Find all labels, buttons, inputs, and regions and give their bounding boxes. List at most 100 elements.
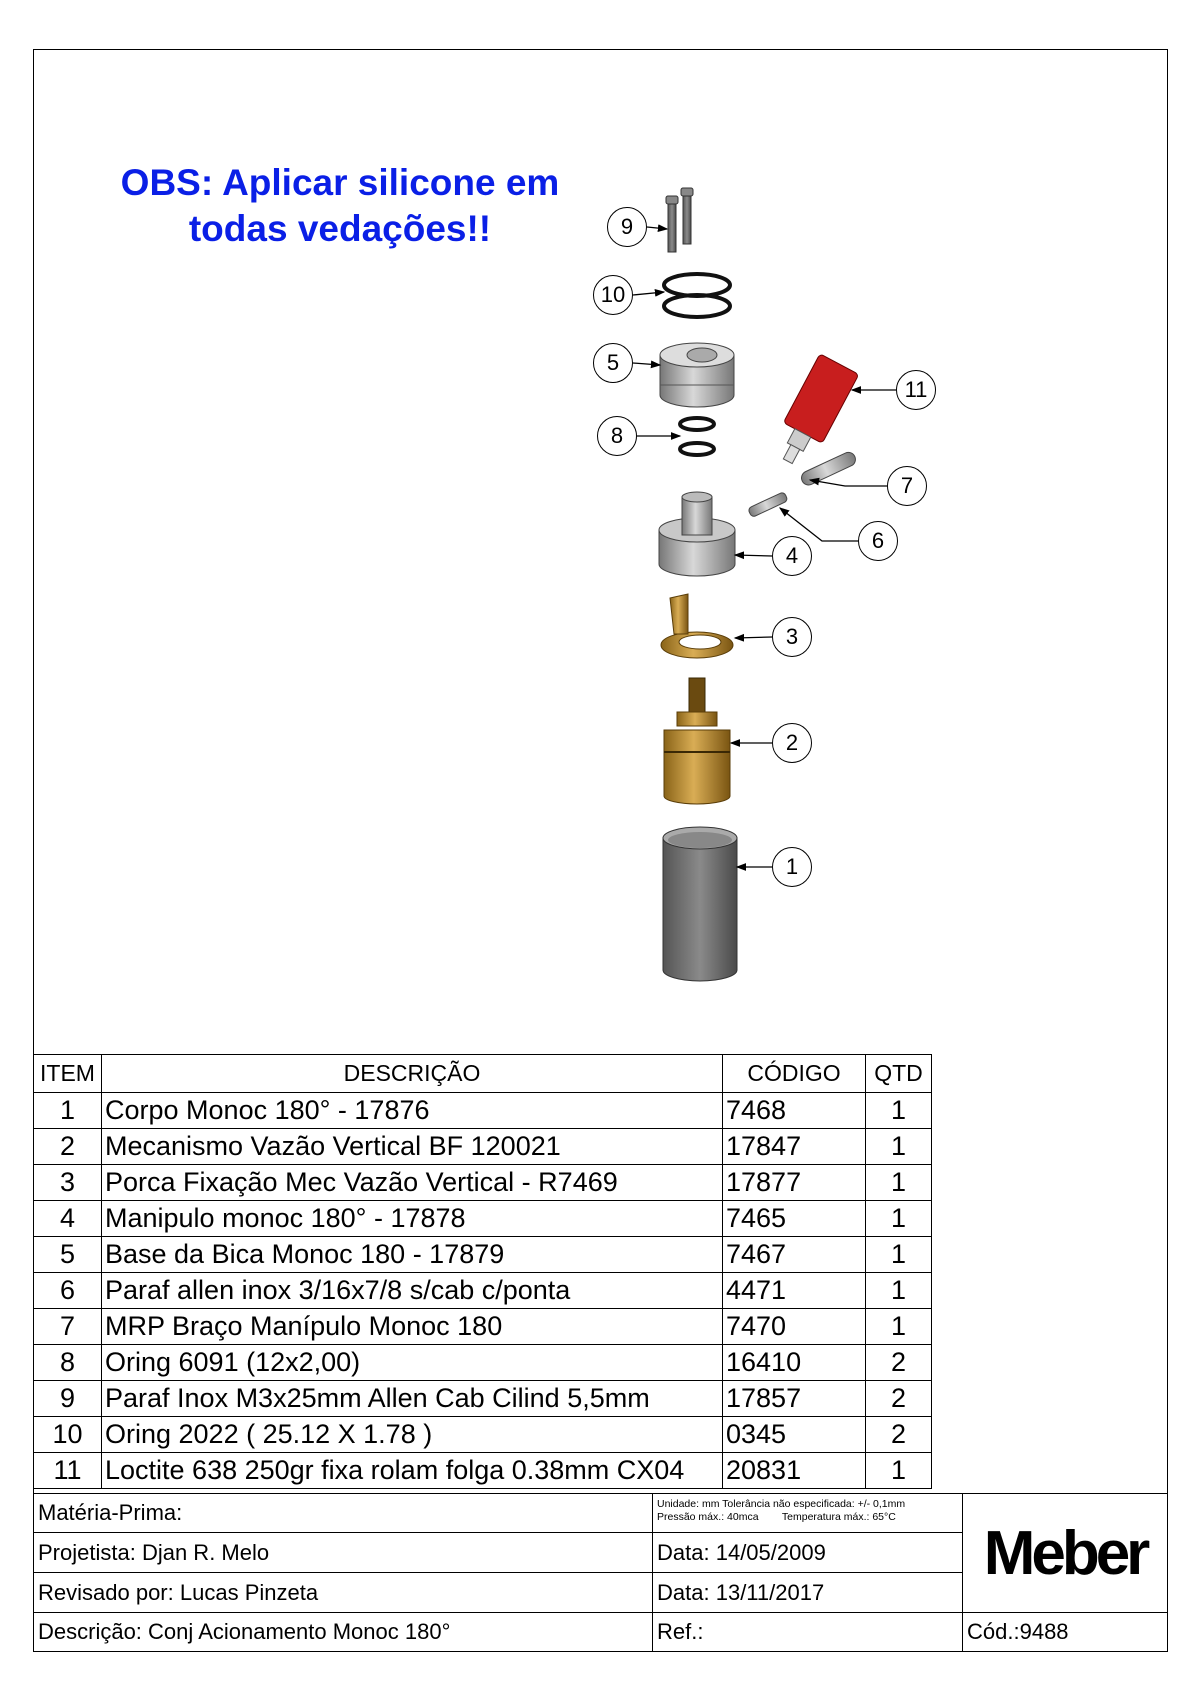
bom-cell-qty: 1 bbox=[865, 1164, 932, 1201]
bom-header: ITEM DESCRIÇÃO CÓDIGO QTD bbox=[33, 1054, 932, 1093]
spec-note-text: Unidade: mm Tolerância não especificada:… bbox=[657, 1494, 905, 1524]
callout-3: 3 bbox=[772, 617, 812, 657]
leader-lines bbox=[632, 224, 896, 871]
part-8-orings bbox=[678, 416, 716, 457]
bom-cell-item: 7 bbox=[33, 1308, 102, 1345]
cod-label: Cód.: bbox=[967, 1619, 1020, 1644]
part-5-base bbox=[659, 342, 735, 408]
bom-cell-item: 5 bbox=[33, 1236, 102, 1273]
projetista: Projetista: Djan R. Melo bbox=[33, 1532, 653, 1573]
projetista-label: Projetista: bbox=[38, 1539, 136, 1565]
note-line-1: OBS: Aplicar silicone em bbox=[120, 162, 560, 203]
data-criacao: Data: 14/05/2009 bbox=[652, 1532, 963, 1573]
revisado-label: Revisado por: bbox=[38, 1579, 174, 1605]
callout-5: 5 bbox=[593, 343, 633, 383]
bom-cell-qty: 1 bbox=[865, 1308, 932, 1345]
data2-label: Data: bbox=[657, 1579, 710, 1605]
bom-cell-code: 7468 bbox=[722, 1092, 866, 1129]
bom-cell-qty: 2 bbox=[865, 1416, 932, 1453]
bom-cell-qty: 2 bbox=[865, 1344, 932, 1381]
note-line-2b: Temperatura máx.: 65°C bbox=[781, 1511, 896, 1523]
bom-cell-qty: 1 bbox=[865, 1272, 932, 1309]
bom-cell-qty: 1 bbox=[865, 1092, 932, 1129]
callout-9: 9 bbox=[607, 207, 647, 247]
bom-cell-description: Paraf allen inox 3/16x7/8 s/cab c/ponta bbox=[101, 1272, 723, 1309]
bom-cell-item: 9 bbox=[33, 1380, 102, 1417]
bom-cell-item: 3 bbox=[33, 1164, 102, 1201]
spec-note: Unidade: mm Tolerância não especificada:… bbox=[652, 1493, 963, 1533]
data1-label: Data: bbox=[657, 1539, 710, 1565]
header-description: DESCRIÇÃO bbox=[101, 1054, 723, 1093]
bom-cell-description: MRP Braço Manípulo Monoc 180 bbox=[101, 1308, 723, 1345]
bom-cell-description: Corpo Monoc 180° - 17876 bbox=[101, 1092, 723, 1129]
data1-value: 14/05/2009 bbox=[715, 1539, 826, 1565]
bom-cell-qty: 1 bbox=[865, 1128, 932, 1165]
header-item: ITEM bbox=[33, 1054, 102, 1093]
bom-cell-code: 4471 bbox=[722, 1272, 866, 1309]
bom-cell-description: Mecanismo Vazão Vertical BF 120021 bbox=[101, 1128, 723, 1165]
cod-value: 9488 bbox=[1019, 1619, 1069, 1644]
bom-cell-description: Base da Bica Monoc 180 - 17879 bbox=[101, 1236, 723, 1273]
meber-logo: Meber bbox=[962, 1493, 1168, 1613]
callout-1: 1 bbox=[772, 847, 812, 887]
part-7-arm bbox=[801, 451, 856, 486]
bom-cell-item: 11 bbox=[33, 1452, 102, 1489]
bom-cell-item: 10 bbox=[33, 1416, 102, 1453]
bom-cell-code: 7470 bbox=[722, 1308, 866, 1345]
bom-cell-description: Paraf Inox M3x25mm Allen Cab Cilind 5,5m… bbox=[101, 1380, 723, 1417]
part-1-body bbox=[662, 826, 738, 982]
callout-6: 6 bbox=[858, 521, 898, 561]
header-code: CÓDIGO bbox=[722, 1054, 866, 1093]
codigo: Cód.:9488 bbox=[962, 1612, 1168, 1652]
header-qty: QTD bbox=[865, 1054, 932, 1093]
bom-cell-description: Manipulo monoc 180° - 17878 bbox=[101, 1200, 723, 1237]
bom-cell-code: 0345 bbox=[722, 1416, 866, 1453]
bom-cell-qty: 1 bbox=[865, 1200, 932, 1237]
projetista-value: Djan R. Melo bbox=[141, 1539, 270, 1565]
note-line-2a: Pressão máx.: 40mca bbox=[657, 1511, 759, 1523]
part-9-screws bbox=[665, 187, 694, 253]
descricao-label: Descrição: bbox=[38, 1619, 142, 1644]
bom-cell-item: 4 bbox=[33, 1200, 102, 1237]
bom-cell-item: 2 bbox=[33, 1128, 102, 1165]
bom-cell-description: Loctite 638 250gr fixa rolam folga 0.38m… bbox=[101, 1452, 723, 1489]
descricao: Descrição: Conj Acionamento Monoc 180° bbox=[33, 1612, 653, 1652]
callout-10: 10 bbox=[593, 275, 633, 315]
materia-prima: Matéria-Prima: bbox=[33, 1493, 653, 1533]
bom-cell-code: 17847 bbox=[722, 1128, 866, 1165]
callout-7: 7 bbox=[887, 466, 927, 506]
part-2-mechanism bbox=[663, 677, 731, 805]
bill-of-materials: ITEM DESCRIÇÃO CÓDIGO QTD 1 Corpo Monoc 1… bbox=[33, 1054, 932, 1489]
silicone-note: OBS: Aplicar silicone em todas vedações!… bbox=[60, 160, 620, 252]
bom-cell-code: 7465 bbox=[722, 1200, 866, 1237]
logo-text: Meber bbox=[983, 1518, 1151, 1588]
callout-8: 8 bbox=[597, 416, 637, 456]
part-4-handle bbox=[658, 491, 736, 577]
materia-prima-label: Matéria-Prima: bbox=[38, 1500, 183, 1525]
revisado-value: Lucas Pinzeta bbox=[179, 1579, 319, 1605]
callout-11: 11 bbox=[896, 370, 936, 410]
bom-cell-item: 8 bbox=[33, 1344, 102, 1381]
part-11-loctite bbox=[782, 354, 858, 465]
bom-cell-description: Oring 2022 ( 25.12 X 1.78 ) bbox=[101, 1416, 723, 1453]
exploded-view bbox=[632, 187, 896, 982]
part-10-orings bbox=[662, 272, 732, 319]
revisado: Revisado por: Lucas Pinzeta bbox=[33, 1572, 653, 1613]
bom-cell-code: 17877 bbox=[722, 1164, 866, 1201]
part-6-screw bbox=[748, 492, 788, 517]
bom-cell-qty: 1 bbox=[865, 1236, 932, 1273]
descricao-value: Conj Acionamento Monoc 180° bbox=[148, 1619, 451, 1644]
bom-cell-description: Oring 6091 (12x2,00) bbox=[101, 1344, 723, 1381]
data-revisao: Data: 13/11/2017 bbox=[652, 1572, 963, 1613]
part-3-nut bbox=[660, 593, 734, 659]
